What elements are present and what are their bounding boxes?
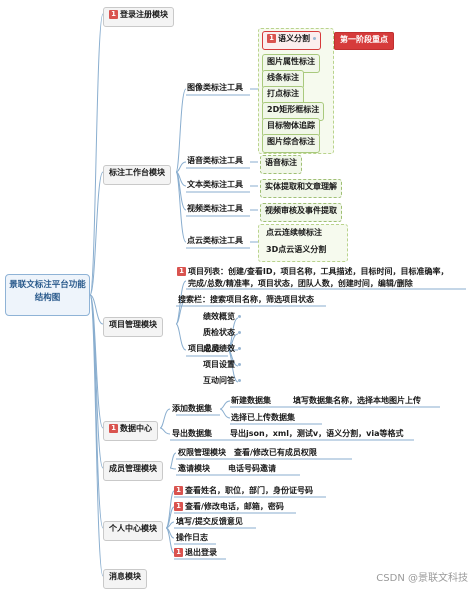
project-list-line2: 完成/总数/精准率，项目状态，团队人数，创建时间，编辑/删除 (188, 279, 413, 288)
phase-one-callout: 第一阶段重点 (334, 32, 394, 50)
bullet-dot-icon (238, 331, 241, 334)
branch-member-label: 成员管理模块 (109, 464, 157, 473)
pointcloud-group (258, 224, 348, 262)
bullet-dot-icon (238, 347, 241, 350)
branch-annotation-label: 标注工作台模块 (109, 168, 165, 177)
tool-video[interactable]: 视频类标注工具 (187, 204, 243, 213)
priority-1-icon: 1 (174, 548, 183, 557)
priority-1-icon: 1 (267, 34, 276, 43)
project-overview[interactable]: 项目总览 (188, 344, 220, 353)
tool-image[interactable]: 图像类标注工具 (187, 83, 243, 92)
priority-1-icon: 1 (109, 424, 118, 433)
bullet-dot-icon (238, 379, 241, 382)
tool-speech[interactable]: 语音类标注工具 (187, 156, 243, 165)
bullet-dot-icon (238, 315, 241, 318)
overview-item-label: 质检状态 (203, 328, 235, 337)
member-perm-desc: 查看/修改已有成员权限 (234, 448, 317, 457)
pointcloud-item-3d-seg[interactable]: 3D点云语义分割 (266, 245, 327, 254)
personal-item-feedback[interactable]: 填写/提交反馈意见 (176, 517, 243, 526)
personal-item-log[interactable]: 操作日志 (176, 533, 208, 542)
branch-message[interactable]: 消息模块 (103, 569, 147, 589)
member-invite-desc: 电话号码邀请 (228, 464, 276, 473)
personal-item-label: 查看姓名，职位，部门，身份证号码 (185, 486, 313, 495)
priority-1-icon: 1 (174, 502, 183, 511)
image-item-label: 语义分割 (278, 34, 310, 43)
text-item[interactable]: 实体提取和文章理解 (260, 179, 342, 198)
branch-message-label: 消息模块 (109, 572, 141, 581)
overview-settings[interactable]: 项目设置 (203, 360, 241, 370)
data-uploaded[interactable]: 选择已上传数据集 (231, 413, 295, 422)
data-export-desc: 导出json，xml，测试v，语义分割，via等格式 (230, 429, 404, 438)
overview-item-label: 互动问答 (203, 376, 235, 385)
data-new[interactable]: 新建数据集 (231, 396, 271, 405)
branch-login-label: 登录注册模块 (120, 10, 168, 19)
tool-pointcloud[interactable]: 点云类标注工具 (187, 236, 243, 245)
personal-item-label: 退出登录 (185, 548, 217, 557)
branch-personal-label: 个人中心模块 (109, 524, 157, 533)
branch-member[interactable]: 成员管理模块 (103, 461, 163, 481)
bullet-dot-icon (238, 363, 241, 366)
member-invite[interactable]: 邀请模块 (178, 464, 210, 473)
personal-item-label: 查看/修改电话，邮箱，密码 (185, 502, 284, 511)
project-list-line1: 项目列表：创建/查看ID，项目名称，工具描述，目标时间，目标准确率， (188, 267, 449, 276)
priority-1-icon: 1 (177, 267, 186, 276)
overview-member-perf[interactable]: 成员绩效 (203, 344, 241, 354)
branch-annotation[interactable]: 标注工作台模块 (103, 165, 171, 185)
priority-1-icon: 1 (174, 486, 183, 495)
branch-personal[interactable]: 个人中心模块 (103, 521, 163, 541)
data-new-desc: 填写数据集名称，选择本地图片上传 (293, 396, 421, 405)
tool-text[interactable]: 文本类标注工具 (187, 180, 243, 189)
pointcloud-item-continuous[interactable]: 点云连续帧标注 (266, 228, 322, 237)
overview-item-label: 绩效概览 (203, 312, 235, 321)
overview-quality[interactable]: 质检状态 (203, 328, 241, 338)
overview-qa[interactable]: 互动问答 (203, 376, 241, 386)
priority-1-icon: 1 (109, 10, 118, 19)
root-node: 景联文标注平台功能结构图 (5, 274, 90, 316)
data-add[interactable]: 添加数据集 (172, 404, 212, 413)
image-item-point[interactable]: 打点标注 (262, 86, 304, 105)
overview-item-label: 项目设置 (203, 360, 235, 369)
project-search[interactable]: 搜索栏：搜索项目名称，筛选项目状态 (178, 295, 314, 304)
bullet-dot-icon (313, 37, 316, 40)
video-item[interactable]: 视频审核及事件提取 (260, 203, 342, 222)
image-item-composite[interactable]: 图片综合标注 (262, 134, 320, 153)
overview-item-label: 成员绩效 (203, 344, 235, 353)
speech-item[interactable]: 语音标注 (260, 155, 302, 174)
branch-data-label: 数据中心 (120, 424, 152, 433)
overview-performance[interactable]: 绩效概览 (203, 312, 241, 322)
data-export[interactable]: 导出数据集 (172, 429, 212, 438)
branch-project[interactable]: 项目管理模块 (103, 317, 163, 337)
watermark: CSDN @景联文科技 (376, 573, 468, 584)
branch-project-label: 项目管理模块 (109, 320, 157, 329)
member-perm[interactable]: 权限管理模块 (178, 448, 226, 457)
